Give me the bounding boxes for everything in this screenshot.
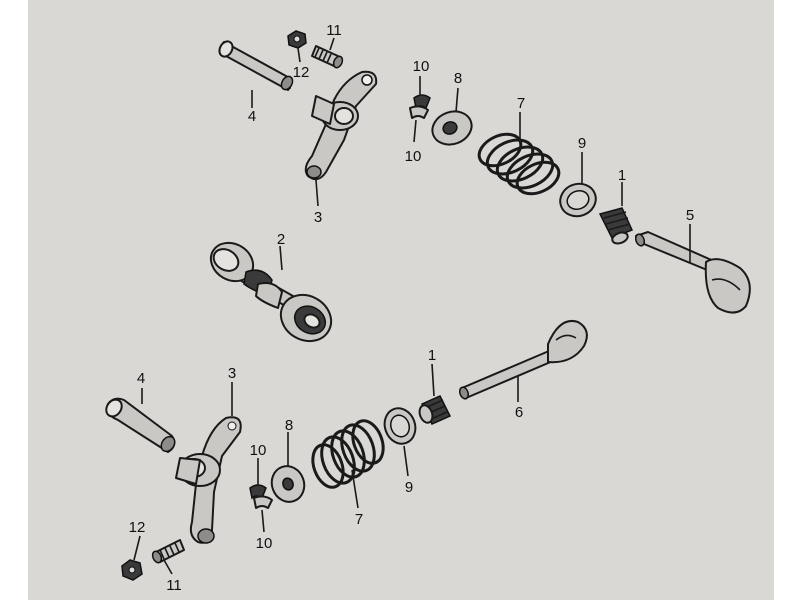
valve-keepers-top	[409, 94, 431, 119]
callout-4-bottom: 4	[137, 370, 145, 387]
callout-4-top: 4	[248, 108, 256, 125]
callout-1-top: 1	[618, 167, 626, 184]
callout-1-bottom: 1	[428, 347, 436, 364]
callout-10-top-b: 10	[405, 148, 422, 165]
callout-3-bottom: 3	[228, 365, 236, 382]
spring-seat-top	[559, 182, 597, 218]
valve-5	[634, 231, 751, 314]
callout-10-bottom-b: 10	[256, 535, 273, 552]
callout-10-top-a: 10	[413, 58, 430, 75]
camshaft	[209, 241, 333, 343]
spring-retainer-top	[431, 110, 473, 146]
leader-lines	[133, 37, 691, 575]
callout-labels: 4 12 11 10 10 8 7 9 1 5 3 2 4 3 8 10 10 …	[129, 22, 695, 594]
callout-12-bottom: 12	[129, 519, 146, 536]
callout-3-top: 3	[314, 209, 322, 226]
callout-10-bottom-a: 10	[250, 442, 267, 459]
stem-seal-bottom	[418, 395, 452, 425]
adjusting-screw-top	[311, 45, 344, 69]
rocker-arm-bottom	[175, 416, 242, 544]
callout-7-top: 7	[517, 95, 525, 112]
callout-9-top: 9	[578, 135, 586, 152]
spring-retainer-bottom	[270, 465, 306, 503]
callout-9-bottom: 9	[405, 479, 413, 496]
valve-spring-top	[477, 132, 561, 196]
adjusting-screw-bottom	[151, 539, 185, 564]
rocker-shaft-top	[218, 40, 294, 91]
callout-5: 5	[686, 207, 694, 224]
lock-nut-top	[287, 30, 307, 49]
valve-6	[458, 320, 588, 400]
callout-11-top: 11	[326, 22, 342, 39]
valve-spring-bottom	[311, 419, 385, 489]
callout-2: 2	[277, 231, 285, 248]
valve-keepers-bottom	[249, 484, 273, 509]
callout-8-top: 8	[454, 70, 462, 87]
rocker-shaft-bottom	[105, 397, 176, 453]
lock-nut-bottom	[121, 559, 143, 581]
spring-seat-bottom	[383, 407, 417, 445]
stem-seal-top	[598, 207, 634, 245]
callout-12-top: 12	[293, 64, 310, 81]
callout-6: 6	[515, 404, 523, 421]
diagram-sheet	[28, 0, 774, 600]
callout-11-bottom: 11	[166, 577, 182, 594]
callout-8-bottom: 8	[285, 417, 293, 434]
callout-7-bottom: 7	[355, 511, 363, 528]
rocker-arm-top	[304, 70, 378, 181]
